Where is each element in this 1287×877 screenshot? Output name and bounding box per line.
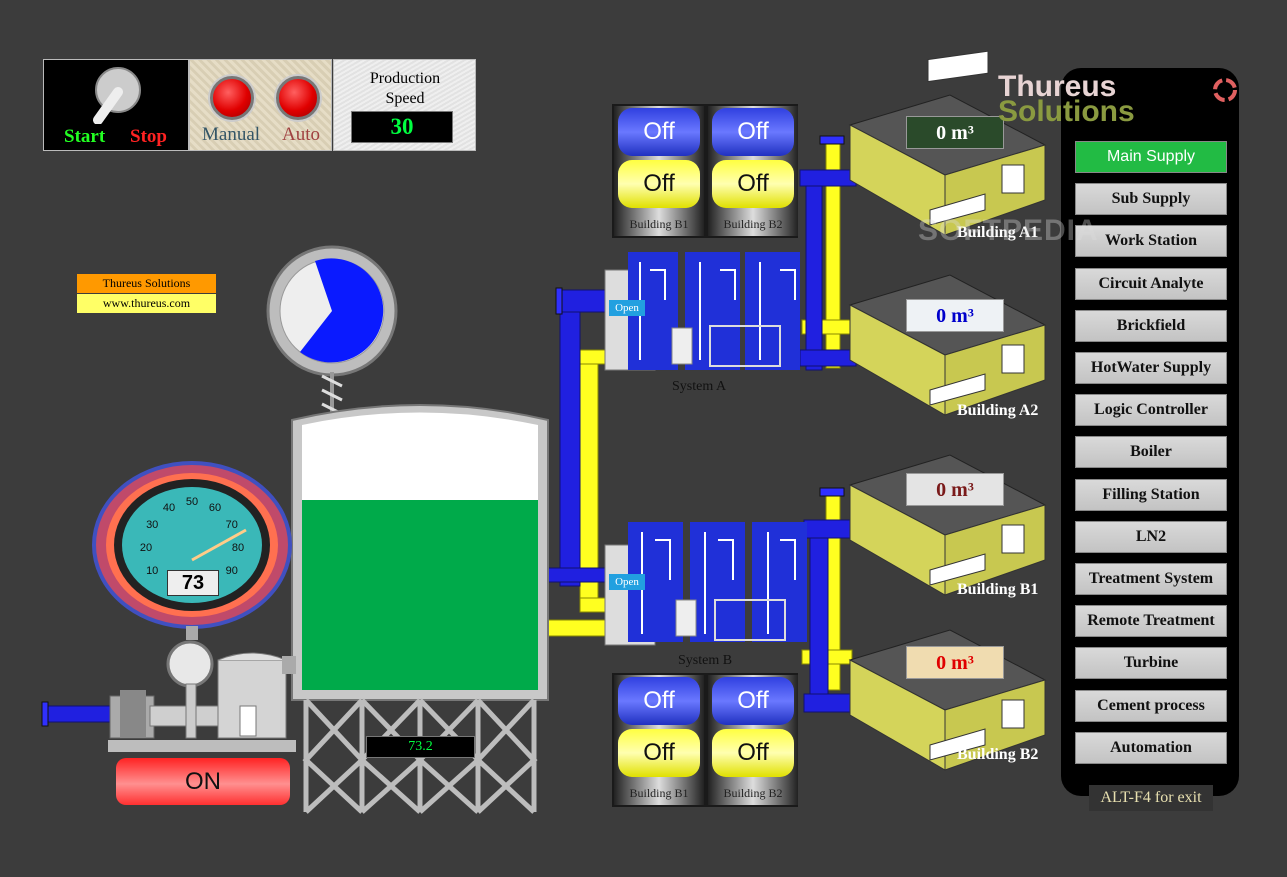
building-a1-label: Building A1 [957,224,1039,241]
system-b-label: System B [678,653,733,668]
building-b2-unit: m³ [951,652,974,674]
pressure-gauge [92,461,292,640]
menu-item-boiler[interactable]: Boiler [1075,436,1227,469]
building-b1-value: 0 [936,479,947,501]
menu-item-cement-process[interactable]: Cement process [1075,689,1227,722]
switch-label-b2-top: Building B2 [723,217,783,231]
menu-item-main-supply[interactable]: Main Supply [1075,141,1227,173]
yellow-off-button-b2-top[interactable]: Off [712,160,794,208]
gauge-tick-10: 10 [146,565,158,577]
building-b1-label: Building B1 [957,581,1039,598]
menu-item-ln2[interactable]: LN2 [1075,520,1227,553]
blue-pipes [41,169,857,723]
menu-item-remote-treatment[interactable]: Remote Treatment [1075,605,1227,638]
gauge-tick-80: 80 [232,542,244,554]
brand-title: Thureus [998,70,1117,103]
system-a-valve-open[interactable]: Open [609,300,645,316]
building-a1-reading: 0 m³ [906,116,1004,149]
menu-item-automation[interactable]: Automation [1075,731,1227,764]
manual-label: Manual [202,124,261,145]
softpedia-watermark: SOFTPEDIA [918,214,1099,247]
gauge-tick-30: 30 [146,519,158,531]
switch-column-b2-top: Off Off Building B2 [708,106,798,236]
blue-off-button-b1-bottom[interactable]: Off [618,677,700,725]
gauge-tick-60: 60 [209,502,221,514]
building-b1-reading: 0 m³ [906,473,1004,506]
pump-on-button[interactable]: ON [116,758,290,805]
auto-button[interactable] [276,76,320,120]
gauge-tick-70: 70 [226,519,238,531]
start-label[interactable]: Start [64,126,106,147]
system-b-valve-open[interactable]: Open [609,574,645,590]
production-speed-title: Production Speed [369,70,441,107]
gauge-tick-90: 90 [226,565,238,577]
menu-item-hotwater-supply[interactable]: HotWater Supply [1075,352,1227,384]
gauge-tick-labels: 10 20 30 40 50 60 70 80 90 [140,496,244,577]
switch-column-b1-bottom: Off Off Building B1 [614,675,704,805]
building-a2-label: Building A2 [957,402,1039,419]
yellow-pipes [547,137,853,691]
yellow-off-button-b1-bottom[interactable]: Off [618,729,700,777]
menu-item-work-station[interactable]: Work Station [1075,225,1227,258]
building-b1-unit: m³ [951,479,974,501]
exit-hint: ALT-F4 for exit [1089,785,1213,811]
switch-label-b1-bottom: Building B1 [629,786,689,800]
brand-subtitle: Solutions [998,95,1135,128]
building-a2-value: 0 [936,305,947,327]
stop-label[interactable]: Stop [130,126,167,147]
storage-tank [291,404,549,814]
auto-label: Auto [282,124,320,145]
company-tag: Thureus Solutions [77,274,216,293]
building-a2-unit: m³ [951,305,974,327]
menu-item-logic-controller[interactable]: Logic Controller [1075,394,1227,427]
switch-panel-top: Off Off Building B1 Off Off Building B2 [612,104,798,238]
building-a1-value: 0 [936,122,947,144]
building-b2-label: Building B2 [957,746,1039,763]
menu-item-turbine[interactable]: Turbine [1075,647,1227,680]
building-a2-reading: 0 m³ [906,299,1004,332]
menu-item-brickfield[interactable]: Brickfield [1075,309,1227,342]
gauge-tick-40: 40 [163,502,175,514]
switch-label-b2-bottom: Building B2 [723,786,783,800]
switch-column-b2-bottom: Off Off Building B2 [708,675,798,805]
menu-item-filling-station[interactable]: Filling Station [1075,478,1227,511]
menu-item-sub-supply[interactable]: Sub Supply [1075,183,1227,216]
switch-label-b1-top: Building B1 [629,217,689,231]
gauge-tick-20: 20 [140,542,152,554]
system-a-label: System A [672,379,727,394]
pump-assembly [108,640,296,752]
switch-panel-bottom: Off Off Building B1 Off Off Building B2 [612,673,798,807]
manual-button[interactable] [210,76,254,120]
switch-column-b1-top: Off Off Building B1 [614,106,704,236]
tank-level-value: 73.2 [366,736,475,758]
building-a1-unit: m³ [951,122,974,144]
yellow-off-button-b2-bottom[interactable]: Off [712,729,794,777]
refresh-icon[interactable] [1210,76,1240,104]
manual-auto-selector: Manual Auto [189,59,332,151]
production-speed-value[interactable]: 30 [351,111,453,143]
menu-item-treatment-system[interactable]: Treatment System [1075,563,1227,595]
yellow-off-button-b1-top[interactable]: Off [618,160,700,208]
blue-off-button-b1-top[interactable]: Off [618,108,700,156]
start-stop-switch[interactable]: Start Stop [43,59,189,151]
level-pie-indicator [266,245,398,377]
gauge-value: 73 [167,570,219,596]
blue-off-button-b2-bottom[interactable]: Off [712,677,794,725]
building-b2-reading: 0 m³ [906,646,1004,679]
blue-off-button-b2-top[interactable]: Off [712,108,794,156]
menu-item-circuit-analyte[interactable]: Circuit Analyte [1075,267,1227,300]
toggle-lever-icon [93,67,141,124]
website-tag: www.thureus.com [77,294,216,313]
system-b-machinery [604,522,807,646]
production-speed-panel: Production Speed 30 [333,59,476,151]
building-b2-value: 0 [936,652,947,674]
gauge-tick-50: 50 [186,496,198,508]
